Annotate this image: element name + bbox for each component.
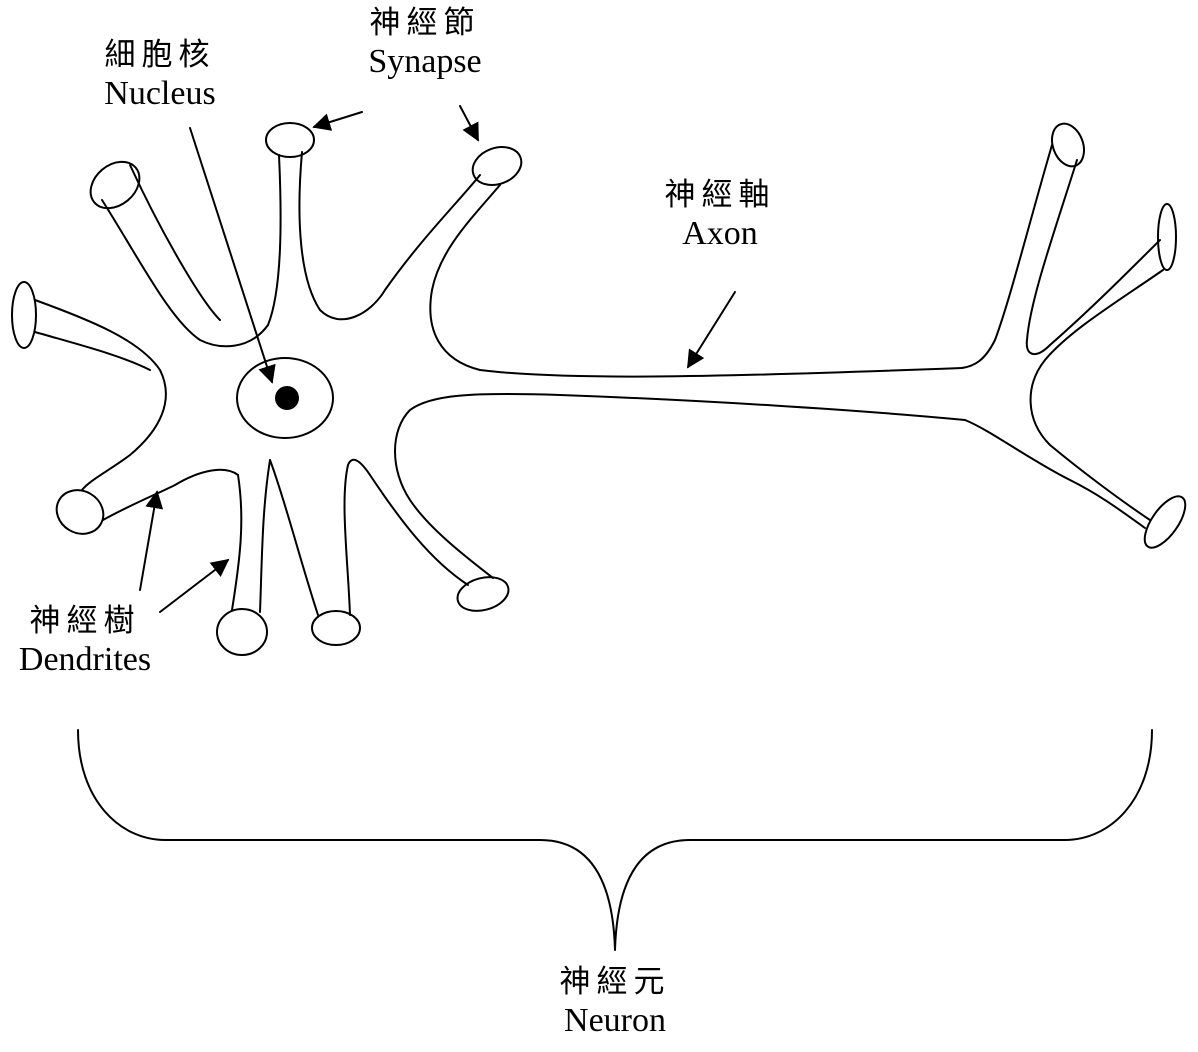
label-neuron-en: Neuron bbox=[520, 1001, 710, 1040]
label-synapse: 神經節 Synapse bbox=[340, 6, 510, 81]
label-axon-en: Axon bbox=[645, 214, 795, 253]
arrow-axon bbox=[688, 292, 735, 367]
knob-upper-left bbox=[81, 152, 148, 217]
label-nucleus-zh: 細胞核 bbox=[85, 38, 235, 74]
label-dendrites-zh: 神經樹 bbox=[0, 604, 170, 640]
knob-lower-2 bbox=[312, 611, 360, 645]
label-axon-zh: 神經軸 bbox=[645, 178, 795, 214]
label-synapse-zh: 神經節 bbox=[340, 6, 510, 42]
arrow-dendrites-upper bbox=[140, 492, 157, 590]
neuron-brace bbox=[78, 730, 1152, 950]
label-nucleus: 細胞核 Nucleus bbox=[85, 38, 235, 113]
knob-lower-left bbox=[49, 482, 112, 542]
label-dendrites-en: Dendrites bbox=[0, 640, 170, 679]
knob-lower-right bbox=[454, 572, 513, 616]
label-dendrites: 神經樹 Dendrites bbox=[0, 604, 170, 679]
arrow-synapse-left bbox=[314, 112, 362, 127]
knob-axon-top bbox=[1046, 119, 1089, 171]
cell-body-outline bbox=[35, 145, 1163, 615]
knob-lower-1 bbox=[217, 609, 267, 655]
knob-axon-middle bbox=[1158, 204, 1176, 270]
knob-upper-right bbox=[467, 141, 526, 192]
arrow-nucleus bbox=[190, 128, 272, 382]
knob-far-left bbox=[12, 282, 36, 348]
label-neuron: 神經元 Neuron bbox=[520, 965, 710, 1040]
knob-axon-bottom bbox=[1137, 490, 1193, 554]
label-nucleus-en: Nucleus bbox=[85, 74, 235, 113]
label-axon: 神經軸 Axon bbox=[645, 178, 795, 253]
nucleus-core bbox=[275, 386, 299, 410]
arrow-dendrites-lower bbox=[160, 560, 228, 612]
label-synapse-en: Synapse bbox=[340, 42, 510, 81]
terminal-knobs bbox=[12, 119, 1193, 655]
knob-upper bbox=[266, 123, 314, 157]
arrow-synapse-right bbox=[460, 106, 478, 140]
label-neuron-zh: 神經元 bbox=[520, 965, 710, 1001]
nucleus bbox=[237, 358, 333, 438]
